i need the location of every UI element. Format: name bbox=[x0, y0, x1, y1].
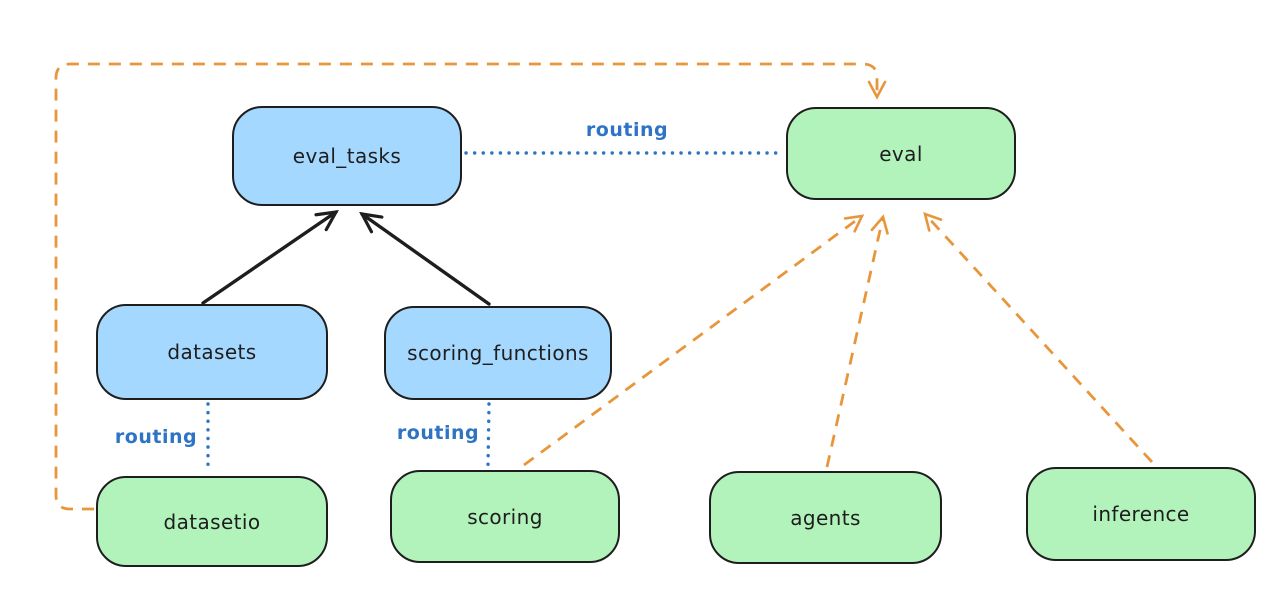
node-eval-label: eval bbox=[879, 141, 923, 166]
node-inference: inference bbox=[1026, 467, 1256, 561]
node-scoring: scoring bbox=[390, 470, 620, 563]
node-datasetio: datasetio bbox=[96, 476, 328, 567]
edge-datasets-to-eval-tasks bbox=[201, 209, 339, 305]
node-inference-label: inference bbox=[1092, 502, 1190, 526]
node-eval-tasks: eval_tasks bbox=[232, 106, 462, 206]
edge-agents-to-eval bbox=[825, 214, 889, 468]
node-eval: eval bbox=[786, 107, 1016, 200]
node-agents: agents bbox=[709, 471, 942, 564]
node-scoring-functions-label: scoring_functions bbox=[407, 341, 589, 365]
node-datasetio-label: datasetio bbox=[163, 509, 261, 534]
node-scoring-functions: scoring_functions bbox=[384, 306, 612, 400]
edge-inference-to-eval bbox=[923, 211, 1154, 463]
edge-label-routing-middle: routing bbox=[396, 422, 480, 444]
node-scoring-label: scoring bbox=[467, 504, 543, 529]
edge-scoring-functions-to-eval-tasks bbox=[359, 211, 491, 306]
node-eval-tasks-label: eval_tasks bbox=[292, 144, 402, 168]
edge-scoring-to-eval bbox=[523, 214, 865, 467]
edge-datasetio-to-eval bbox=[54, 62, 887, 511]
node-agents-label: agents bbox=[790, 505, 861, 530]
edge-label-routing-top: routing bbox=[585, 119, 669, 141]
edge-label-routing-left: routing bbox=[114, 426, 198, 448]
node-datasets-label: datasets bbox=[167, 340, 257, 364]
edge-scoring-functions-to-scoring bbox=[486, 402, 491, 468]
node-datasets: datasets bbox=[96, 304, 328, 400]
